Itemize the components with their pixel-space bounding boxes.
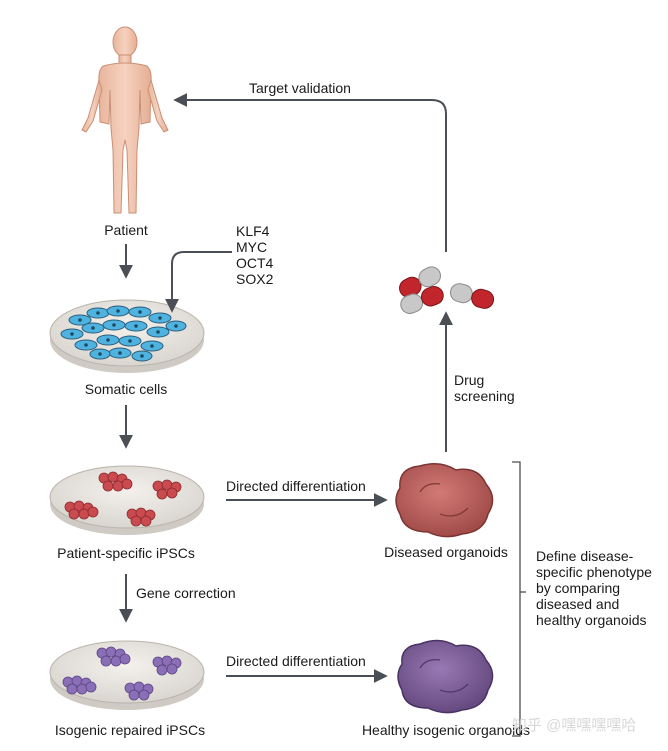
label-gene-correction: Gene correction (136, 585, 236, 601)
label-diseased-organoids: Diseased organoids (384, 544, 508, 560)
factor-klf4: KLF4 (236, 223, 270, 239)
somatic-dish (49, 299, 205, 373)
drug-capsules (399, 266, 495, 314)
label-target-validation: Target validation (249, 80, 351, 96)
label-isogenic-ipscs: Isogenic repaired iPSCs (54, 722, 206, 738)
factor-myc: MYC (236, 239, 268, 255)
factor-sox2: SOX2 (236, 271, 274, 287)
label-somatic-cells: Somatic cells (84, 381, 168, 397)
arrow-target-validation (173, 93, 447, 252)
label-healthy-organoids: Healthy isogenic organoids (361, 722, 531, 738)
comparison-bracket (512, 461, 521, 737)
diseased-organoid (395, 463, 494, 538)
label-patient: Patient (104, 222, 148, 238)
patient-figure (81, 26, 169, 214)
label-directed-diff-2: Directed differentiation (226, 653, 366, 669)
patient-ipsc-dish (49, 465, 205, 535)
label-phenotype: Define disease- specific phenotype by co… (536, 548, 652, 628)
arrow-factors-to-dish (165, 251, 232, 313)
label-patient-ipscs: Patient-specific iPSCs (57, 545, 195, 561)
healthy-organoid (397, 639, 494, 714)
label-drug-screening: Drug screening (454, 372, 515, 404)
factor-oct4: OCT4 (236, 255, 274, 271)
label-directed-diff-1: Directed differentiation (226, 478, 366, 494)
reprogramming-factors: KLF4 MYC OCT4 SOX2 (236, 223, 273, 287)
watermark: 知乎 @嘿嘿嘿嘿哈 (512, 717, 637, 734)
isogenic-ipsc-dish (49, 640, 205, 710)
